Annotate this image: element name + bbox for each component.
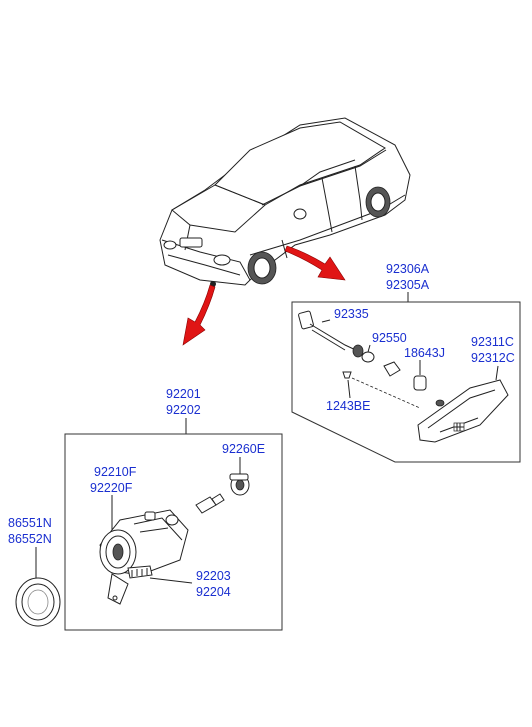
lens-grid-icon [453, 422, 465, 432]
label-1243BE: 1243BE [326, 399, 370, 413]
label-92203: 92203 [196, 569, 231, 583]
red-arrow-right-icon [284, 245, 346, 281]
label-86552N: 86552N [8, 532, 52, 546]
fog-lamp-group: 92201 92202 92260E 92210F 92220F [64, 387, 283, 631]
side-lamp-group: 92306A 92305A 92335 92550 18643J 92311C … [291, 262, 521, 463]
label-86551N: 86551N [8, 516, 52, 530]
label-92202: 92202 [166, 403, 201, 417]
label-92312C: 92312C [471, 351, 515, 365]
label-92204: 92204 [196, 585, 231, 599]
label-92335: 92335 [334, 307, 369, 321]
cover-group: 86551N 86552N [8, 516, 61, 627]
label-92306A: 92306A [386, 262, 430, 276]
label-92260E: 92260E [222, 442, 265, 456]
label-92210F: 92210F [94, 465, 137, 479]
label-92220F: 92220F [90, 481, 133, 495]
label-18643J: 18643J [404, 346, 445, 360]
red-arrow-down-icon [182, 284, 216, 346]
label-92550: 92550 [372, 331, 407, 345]
label-92311C: 92311C [471, 335, 514, 349]
label-92305A: 92305A [386, 278, 430, 292]
label-92201: 92201 [166, 387, 201, 401]
car-illustration [159, 117, 411, 287]
